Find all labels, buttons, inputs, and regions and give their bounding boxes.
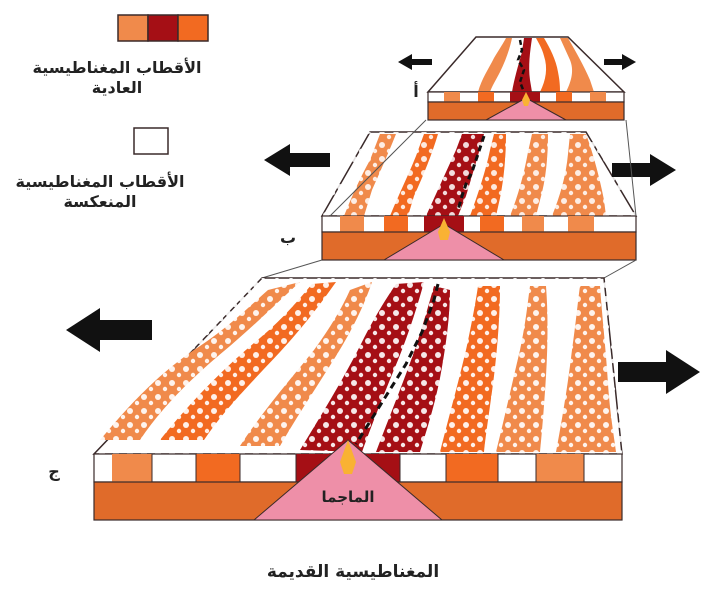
legend-normal-swatch (118, 15, 208, 41)
diagram-caption: المغناطيسية القديمة (200, 562, 506, 583)
legend-normal-label: الأقطاب المغناطيسية العادية (10, 58, 224, 98)
legend-reversed-swatch (134, 128, 168, 154)
stage-c-block (94, 278, 622, 520)
stage-a-label: أ (406, 82, 426, 102)
legend-reversed-label-line1: الأقطاب المغناطيسية (0, 172, 200, 192)
legend-normal-label-line1: الأقطاب المغناطيسية (10, 58, 224, 78)
stage-b-label: ب (278, 228, 298, 248)
stage-a-block (428, 37, 624, 120)
legend-reversed-label: الأقطاب المغناطيسية المنعكسة (0, 172, 200, 212)
legend-reversed-label-line2: المنعكسة (0, 192, 200, 212)
stage-b-block (322, 132, 636, 260)
legend-normal-label-line2: العادية (10, 78, 224, 98)
magma-label: الماجما (300, 488, 396, 507)
stage-c-label: ج (44, 462, 64, 482)
